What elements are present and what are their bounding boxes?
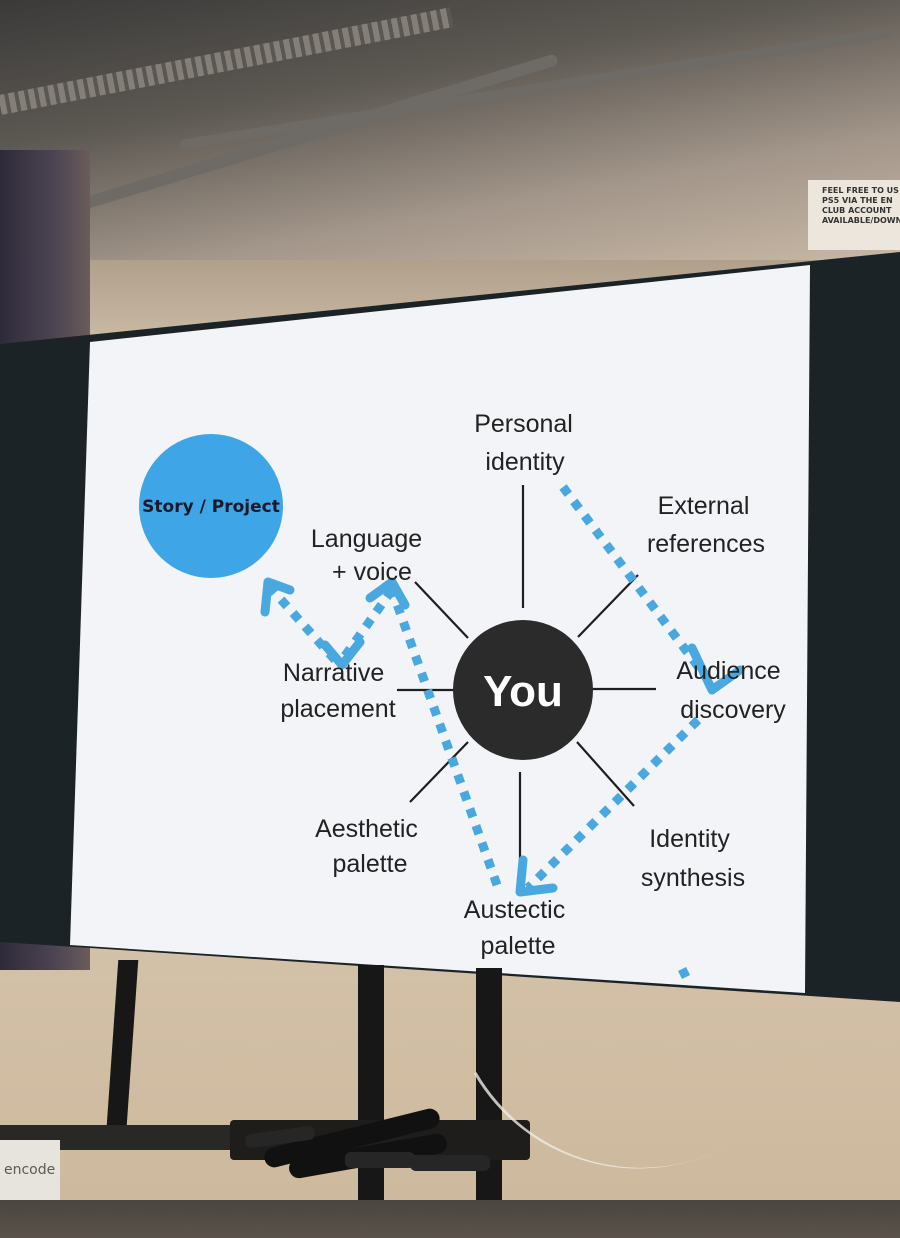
arrow-head xyxy=(260,577,295,617)
label-line: Aesthetic xyxy=(315,815,418,843)
label-line: Language xyxy=(311,525,422,553)
label-line: discovery xyxy=(680,696,786,724)
label-line: palette xyxy=(332,850,407,878)
wall-sign-line: PS5 VIA THE EN xyxy=(822,196,893,205)
dotted-arrow xyxy=(677,965,693,980)
label-line: synthesis xyxy=(641,864,745,892)
wall-sign-line: AVAILABLE/DOWNL xyxy=(822,216,900,225)
spoke-line xyxy=(576,741,635,807)
spoke-lines xyxy=(397,485,656,885)
arrow-heads xyxy=(260,577,745,897)
spoke-line xyxy=(409,741,469,803)
encode-box: encode xyxy=(0,1140,60,1200)
label-line: Austectic xyxy=(464,896,565,924)
label-personal-identity: Personal identity xyxy=(474,410,580,476)
label-identity-synthesis: Identity synthesis xyxy=(641,825,745,892)
dotted-arrow xyxy=(387,588,502,887)
encode-label: encode xyxy=(4,1162,56,1178)
you-label: You xyxy=(483,667,563,716)
arrow-head xyxy=(515,855,558,897)
you-circle xyxy=(453,620,593,760)
dotted-arrow xyxy=(524,716,702,892)
label-language-voice: Language + voice xyxy=(311,525,429,586)
arrow-head xyxy=(320,637,365,670)
dotted-arrows xyxy=(264,484,716,980)
spoke-line xyxy=(414,581,469,639)
remote-control xyxy=(410,1155,490,1171)
label-narrative-placement: Narrative placement xyxy=(280,659,395,723)
label-aesthetic-palette: Aesthetic palette xyxy=(315,815,425,878)
ceiling xyxy=(0,0,900,260)
story-project-label: Story / Project xyxy=(142,497,280,517)
label-line: External xyxy=(658,492,750,520)
dotted-arrow xyxy=(559,484,716,688)
arrow-head xyxy=(365,577,410,610)
label-line: references xyxy=(647,530,765,558)
wall-sign-line: CLUB ACCOUNT xyxy=(822,206,892,215)
label-line: identity xyxy=(485,448,565,476)
arrow-head xyxy=(687,643,745,695)
tv-screen xyxy=(70,265,810,993)
label-line: placement xyxy=(280,695,395,723)
dotted-arrow xyxy=(338,587,396,663)
label-line: palette xyxy=(480,932,555,960)
story-project-circle xyxy=(139,434,283,578)
wall-sign: FEEL FREE TO US PS5 VIA THE EN CLUB ACCO… xyxy=(808,180,900,250)
label-external-references: External references xyxy=(647,492,765,558)
label-austectic-palette: Austectic palette xyxy=(464,896,572,960)
label-line: Personal xyxy=(474,410,573,438)
label-line: Narrative xyxy=(283,659,384,687)
label-line: + voice xyxy=(332,558,412,586)
label-line: Identity xyxy=(649,825,730,853)
label-audience-discovery: Audience discovery xyxy=(676,657,787,724)
spoke-line xyxy=(577,574,639,638)
slide-diagram: Story / Project You Personal identity Ex… xyxy=(139,410,787,980)
wall-sign-line: FEEL FREE TO US xyxy=(822,186,899,195)
label-line: Audience xyxy=(676,657,780,685)
remote-control xyxy=(345,1152,415,1168)
